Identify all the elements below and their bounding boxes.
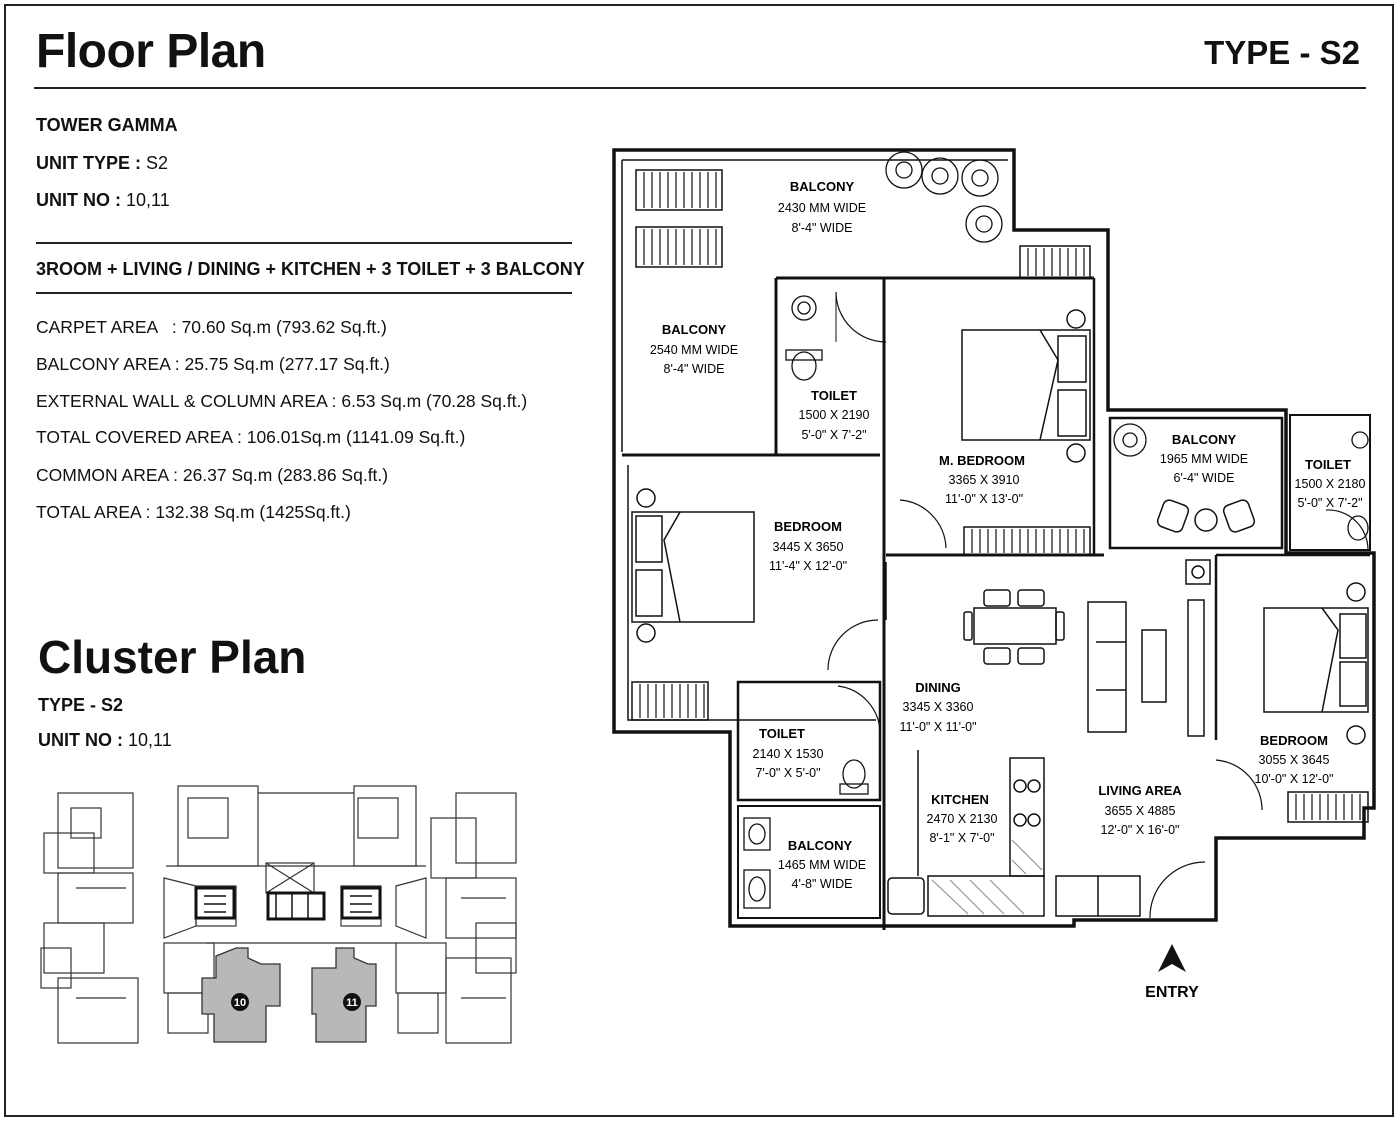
room-name: BALCONY bbox=[662, 322, 727, 337]
cluster-type: TYPE - S2 bbox=[38, 695, 124, 715]
type-label: TYPE - S2 bbox=[1204, 34, 1360, 71]
cluster-unit-11 bbox=[311, 947, 377, 1043]
balcony-chairs-icon bbox=[1156, 499, 1256, 533]
room-dimension: 1500 X 2180 bbox=[1295, 477, 1366, 491]
config-divider-bottom bbox=[36, 292, 572, 294]
plant-icon bbox=[885, 151, 1147, 457]
config-divider-top bbox=[36, 242, 572, 244]
room-dimension: 2430 MM WIDE bbox=[778, 201, 866, 215]
cluster-unit-marker: 11 bbox=[346, 997, 358, 1009]
room-name: KITCHEN bbox=[931, 792, 989, 807]
cluster-title: Cluster Plan bbox=[38, 631, 307, 683]
room-dimension: 10'-0" X 12'-0" bbox=[1255, 772, 1334, 786]
cluster-unit-number: UNIT NO : 10,11 bbox=[38, 730, 172, 750]
dining-table-icon bbox=[963, 589, 1065, 665]
room-dimension: 8'-4" WIDE bbox=[792, 221, 853, 235]
cluster-unit-marker: 10 bbox=[234, 997, 246, 1009]
room-name: TOILET bbox=[1305, 457, 1351, 472]
tower-name: TOWER GAMMA bbox=[36, 115, 178, 135]
room-dimension: 5'-0" X 7'-2" bbox=[1297, 496, 1362, 510]
room-dimension: 11'-0" X 11'-0" bbox=[899, 720, 976, 734]
room-dimension: 8'-4" WIDE bbox=[664, 362, 725, 376]
sofa-icon bbox=[1055, 599, 1205, 917]
header-divider bbox=[34, 87, 1366, 89]
room-name: TOILET bbox=[811, 388, 857, 403]
room-dimension: 11'-0" X 13'-0" bbox=[945, 492, 1023, 506]
room-dimension: 2470 X 2130 bbox=[927, 812, 998, 826]
area-row: COMMON AREA : 26.37 Sq.m (283.86 Sq.ft.) bbox=[36, 465, 389, 485]
unit-number: UNIT NO : 10,11 bbox=[36, 190, 170, 210]
room-name: BALCONY bbox=[788, 838, 853, 853]
bed-icon bbox=[1263, 582, 1369, 745]
room-dimension: 3655 X 4885 bbox=[1105, 804, 1176, 818]
room-dimension: 11'-4" X 12'-0" bbox=[769, 559, 847, 573]
page-frame bbox=[4, 4, 1394, 1117]
room-name: BALCONY bbox=[1172, 432, 1237, 447]
room-name: LIVING AREA bbox=[1098, 783, 1182, 798]
room-name: DINING bbox=[915, 680, 961, 695]
entry-label: ENTRY bbox=[1145, 984, 1199, 1001]
room-dimension: 3365 X 3910 bbox=[949, 473, 1020, 487]
kitchen-counter bbox=[887, 559, 1211, 917]
room-dimension: 3055 X 3645 bbox=[1259, 753, 1330, 767]
room-dimension: 2140 X 1530 bbox=[753, 747, 824, 761]
bed-icon bbox=[631, 488, 755, 643]
room-dimension: 3345 X 3360 bbox=[903, 700, 974, 714]
room-dimension: 1965 MM WIDE bbox=[1160, 452, 1248, 466]
room-dimension: 12'-0" X 16'-0" bbox=[1101, 823, 1180, 837]
area-row: TOTAL COVERED AREA : 106.01Sq.m (1141.09… bbox=[36, 427, 466, 447]
unit-configuration: 3ROOM + LIVING / DINING + KITCHEN + 3 TO… bbox=[36, 259, 585, 279]
area-row: EXTERNAL WALL & COLUMN AREA : 6.53 Sq.m … bbox=[36, 391, 528, 411]
room-dimension: 1465 MM WIDE bbox=[778, 858, 866, 872]
north-arrow-icon bbox=[1158, 944, 1186, 972]
room-name: BEDROOM bbox=[1260, 733, 1328, 748]
cluster-plan-diagram: 10 11 bbox=[40, 785, 517, 1044]
room-dimension: 3445 X 3650 bbox=[773, 540, 844, 554]
room-name: M. BEDROOM bbox=[939, 453, 1025, 468]
room-dimension: 5'-0" X 7'-2" bbox=[801, 428, 866, 442]
room-dimension: 2540 MM WIDE bbox=[650, 343, 738, 357]
bed-icon bbox=[961, 309, 1091, 463]
room-name: TOILET bbox=[759, 726, 805, 741]
room-dimension: 1500 X 2190 bbox=[799, 408, 870, 422]
room-dimension: 8'-1" X 7'-0" bbox=[929, 831, 994, 845]
area-row: CARPET AREA : 70.60 Sq.m (793.62 Sq.ft.) bbox=[36, 317, 387, 337]
room-name: BALCONY bbox=[790, 179, 855, 194]
room-dimension: 6'-4" WIDE bbox=[1174, 471, 1235, 485]
area-row: TOTAL AREA : 132.38 Sq.m (1425Sq.ft.) bbox=[36, 502, 351, 522]
room-name: BEDROOM bbox=[774, 519, 842, 534]
room-dimension: 7'-0" X 5'-0" bbox=[755, 766, 820, 780]
unit-type: UNIT TYPE : S2 bbox=[36, 153, 169, 173]
floor-plan-diagram: BALCONY 2430 MM WIDE 8'-4" WIDE BALCONY … bbox=[612, 148, 1376, 1001]
area-row: BALCONY AREA : 25.75 Sq.m (277.17 Sq.ft.… bbox=[36, 354, 390, 374]
room-dimension: 4'-8" WIDE bbox=[792, 877, 853, 891]
page-title: Floor Plan bbox=[36, 25, 266, 78]
